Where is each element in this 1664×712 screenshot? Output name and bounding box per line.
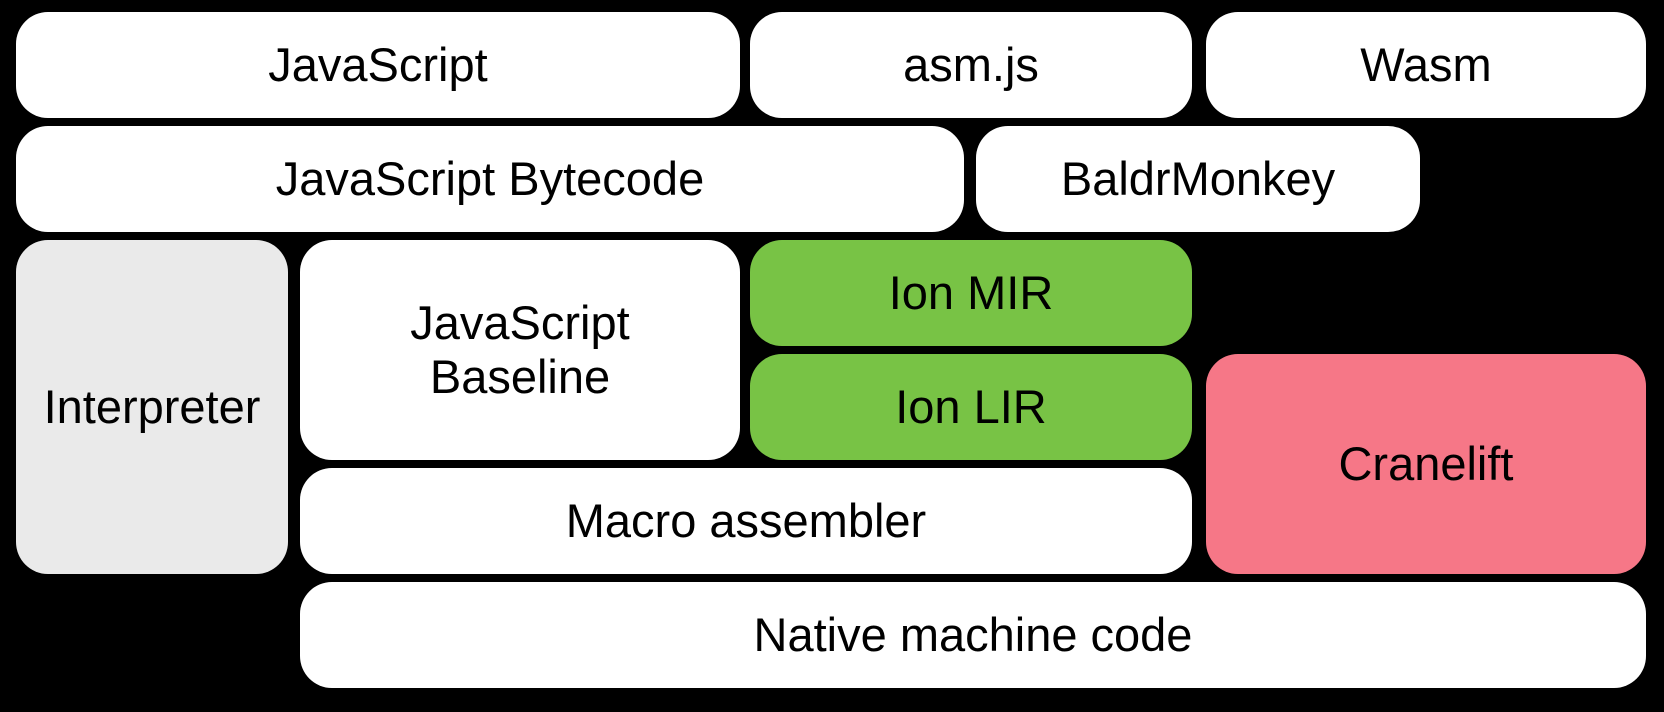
box-javascript-bytecode: JavaScript Bytecode (16, 126, 964, 232)
box-cranelift: Cranelift (1206, 354, 1646, 574)
box-javascript: JavaScript (16, 12, 740, 118)
box-ion-lir: Ion LIR (750, 354, 1192, 460)
box-baldrmonkey: BaldrMonkey (976, 126, 1420, 232)
box-ion-mir: Ion MIR (750, 240, 1192, 346)
box-asmjs: asm.js (750, 12, 1192, 118)
box-javascript-baseline: JavaScript Baseline (300, 240, 740, 460)
box-native-machine-code: Native machine code (300, 582, 1646, 688)
box-wasm: Wasm (1206, 12, 1646, 118)
box-interpreter: Interpreter (16, 240, 288, 574)
box-macro-assembler: Macro assembler (300, 468, 1192, 574)
